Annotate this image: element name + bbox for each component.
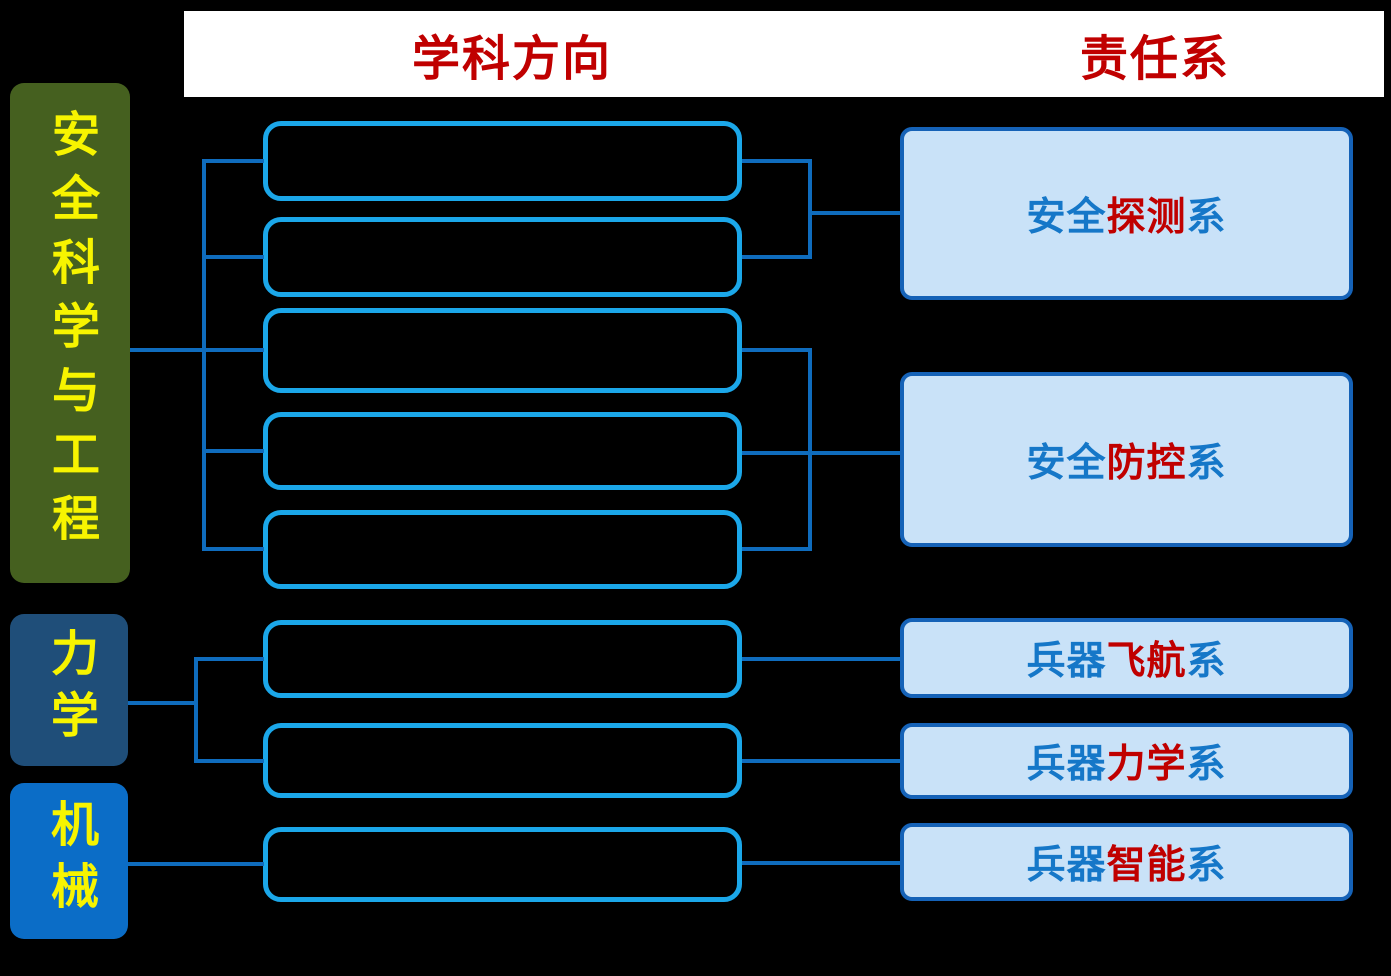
connector-line: [742, 255, 810, 259]
connector-line: [742, 547, 810, 551]
category-label-mechanics: 力学: [43, 628, 96, 752]
connector-line: [202, 159, 206, 551]
connector-line: [742, 451, 900, 455]
column-header-discipline-directions: 学科方向: [411, 33, 612, 86]
direction-box-6: [263, 620, 742, 698]
dept-box-safety-prevention-control: 安全防控系: [900, 372, 1353, 547]
connector-line: [808, 159, 812, 259]
dept-label-highlight: 飞航: [1106, 640, 1187, 683]
connector-line: [204, 255, 264, 259]
dept-box-weapon-intelligence: 兵器智能系: [900, 823, 1353, 901]
category-label-safety-science-engineering: 安全科学与工程: [44, 109, 97, 557]
connector-line: [128, 701, 196, 705]
category-box-mechanics: 力学: [10, 614, 128, 766]
dept-box-weapon-mechanics: 兵器力学系: [900, 723, 1353, 799]
category-label-machinery: 机械: [43, 799, 96, 923]
connector-line: [204, 449, 264, 453]
dept-label-part: 兵器: [1026, 640, 1107, 683]
header-strip: [184, 11, 1384, 97]
dept-label-highlight: 防控: [1106, 441, 1187, 485]
connector-line: [742, 759, 900, 763]
connector-line: [742, 348, 810, 352]
connector-line: [196, 657, 264, 661]
connector-line: [130, 348, 204, 352]
connector-line: [742, 861, 900, 865]
connector-line: [128, 862, 264, 866]
dept-label-part: 系: [1186, 640, 1227, 683]
connector-line: [204, 159, 264, 163]
dept-label-part: 兵器: [1026, 743, 1107, 786]
dept-label-part: 安全: [1026, 195, 1107, 239]
direction-box-8: [263, 827, 742, 902]
connector-line: [742, 159, 810, 163]
connector-line: [808, 348, 812, 551]
connector-line: [194, 657, 198, 763]
dept-label-part: 兵器: [1026, 844, 1107, 887]
connector-line: [204, 547, 264, 551]
dept-label-highlight: 力学: [1106, 743, 1187, 786]
dept-label-part: 安全: [1026, 441, 1107, 485]
connector-line: [742, 657, 900, 661]
dept-box-safety-detection: 安全探测系: [900, 127, 1353, 300]
connector-line: [196, 759, 264, 763]
direction-box-5: [263, 510, 742, 589]
dept-label-part: 系: [1186, 441, 1227, 485]
direction-box-7: [263, 723, 742, 798]
column-header-responsible-departments: 责任系: [1079, 33, 1230, 86]
dept-label-highlight: 探测: [1106, 195, 1187, 239]
category-box-safety-science-engineering: 安全科学与工程: [10, 83, 130, 583]
dept-label-part: 系: [1186, 844, 1227, 887]
dept-label-part: 系: [1186, 743, 1227, 786]
dept-label-highlight: 智能: [1106, 844, 1187, 887]
dept-label-part: 系: [1186, 195, 1227, 239]
connector-line: [808, 211, 900, 215]
category-box-machinery: 机械: [10, 783, 128, 939]
dept-box-weapon-flight: 兵器飞航系: [900, 618, 1353, 698]
direction-box-1: [263, 121, 742, 201]
connector-line: [204, 348, 264, 352]
direction-box-3: [263, 308, 742, 393]
direction-box-4: [263, 412, 742, 490]
direction-box-2: [263, 217, 742, 297]
